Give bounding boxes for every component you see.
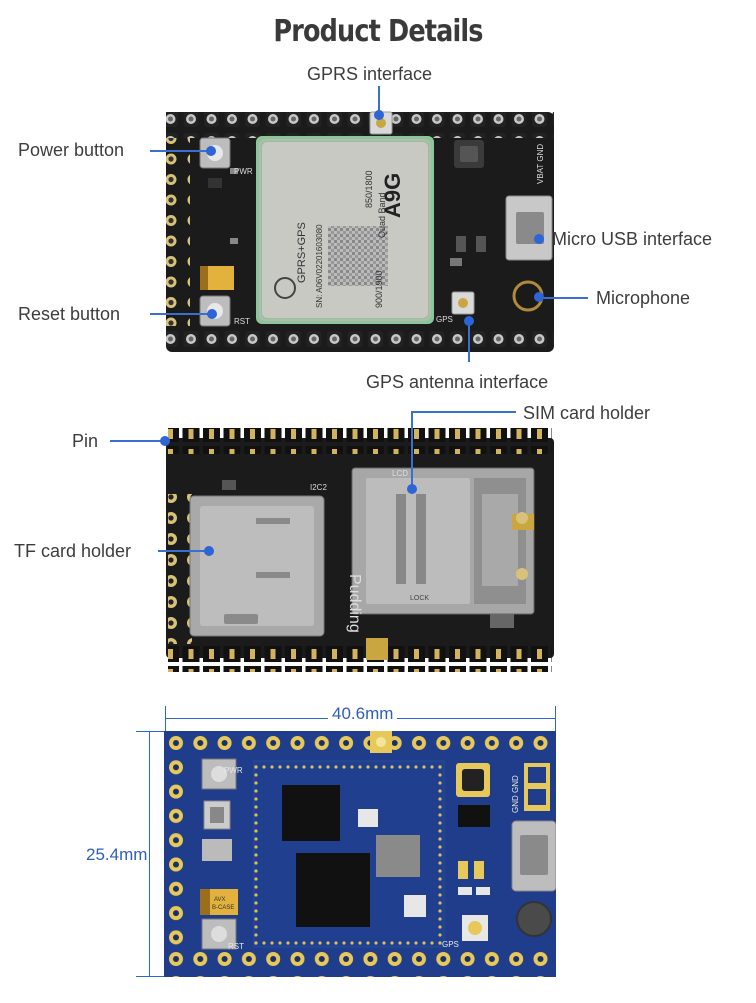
label-mic: Microphone bbox=[596, 288, 691, 308]
dim-height-tick-bottom bbox=[136, 976, 166, 977]
leader-gprs bbox=[378, 86, 380, 114]
silk-avx: AVX bbox=[214, 897, 226, 903]
dot-tf bbox=[204, 546, 214, 556]
label-gps: GPS antenna interface bbox=[366, 372, 549, 392]
module-sn: SN: A06V02201603080 bbox=[315, 224, 324, 308]
board-layout-drawing: AVX B-CASE PWR RST GPS GND GND bbox=[164, 731, 556, 977]
board-top-photo: A9G GPRS+GPS Quad Band 850/1800 900/1900… bbox=[166, 111, 554, 352]
leader-reset bbox=[150, 313, 212, 315]
dot-sim bbox=[407, 484, 417, 494]
dot-usb bbox=[534, 234, 544, 244]
dot-power bbox=[206, 146, 216, 156]
dim-height-line bbox=[149, 731, 150, 977]
label-power: Power button bbox=[18, 140, 125, 160]
leader-mic bbox=[540, 297, 588, 299]
dot-gps bbox=[464, 316, 474, 326]
module-line1: GPRS+GPS bbox=[296, 222, 308, 283]
label-tf: TF card holder bbox=[14, 541, 132, 561]
board-bottom-photo: Pudding I2C2 LCD LOCK bbox=[166, 428, 554, 672]
silk-gps-2: GPS bbox=[442, 940, 459, 949]
silk-bcase: B-CASE bbox=[212, 905, 234, 911]
dot-reset bbox=[207, 309, 217, 319]
dim-height-label: 25.4mm bbox=[86, 843, 148, 867]
silk-vbat-gnd: VBAT GND bbox=[536, 144, 545, 184]
module-line2: Quad Band bbox=[377, 192, 387, 238]
silk-pwr-2: PWR bbox=[224, 766, 243, 775]
dot-mic bbox=[534, 292, 544, 302]
leader-power bbox=[150, 150, 210, 152]
leader-pin bbox=[110, 440, 162, 442]
module-brand: A9G bbox=[380, 173, 405, 218]
silk-gps: GPS bbox=[436, 315, 453, 324]
page-title: Product Details bbox=[273, 14, 483, 49]
silk-rst: RST bbox=[234, 317, 250, 326]
silk-lock: LOCK bbox=[410, 595, 429, 602]
dim-height-tick-top bbox=[136, 731, 166, 732]
dim-width-tick-right bbox=[555, 706, 556, 732]
silk-i2c2: I2C2 bbox=[310, 483, 327, 492]
leader-gps bbox=[468, 320, 470, 362]
silk-pwr: PWR bbox=[234, 167, 253, 176]
label-gprs: GPRS interface bbox=[307, 64, 433, 84]
dim-width-tick-left bbox=[165, 706, 166, 732]
leader-sim-h bbox=[412, 411, 516, 413]
dim-width-label: 40.6mm bbox=[328, 704, 398, 724]
silk-gnd-gnd: GND GND bbox=[511, 775, 520, 813]
dot-gprs bbox=[374, 110, 384, 120]
label-usb: Micro USB interface bbox=[552, 229, 713, 249]
module-line3: 850/1800 bbox=[364, 170, 374, 208]
silk-pudding: Pudding bbox=[346, 574, 363, 633]
module-line4: 900/1900 bbox=[374, 270, 384, 308]
label-reset: Reset button bbox=[18, 304, 121, 324]
leader-sim-v bbox=[411, 411, 413, 489]
silk-lcd: LCD bbox=[392, 469, 408, 478]
leader-tf bbox=[158, 550, 206, 552]
dot-pin bbox=[160, 436, 170, 446]
label-sim: SIM card holder bbox=[523, 403, 651, 423]
silk-rst-2: RST bbox=[228, 942, 244, 951]
label-pin: Pin bbox=[72, 431, 99, 451]
